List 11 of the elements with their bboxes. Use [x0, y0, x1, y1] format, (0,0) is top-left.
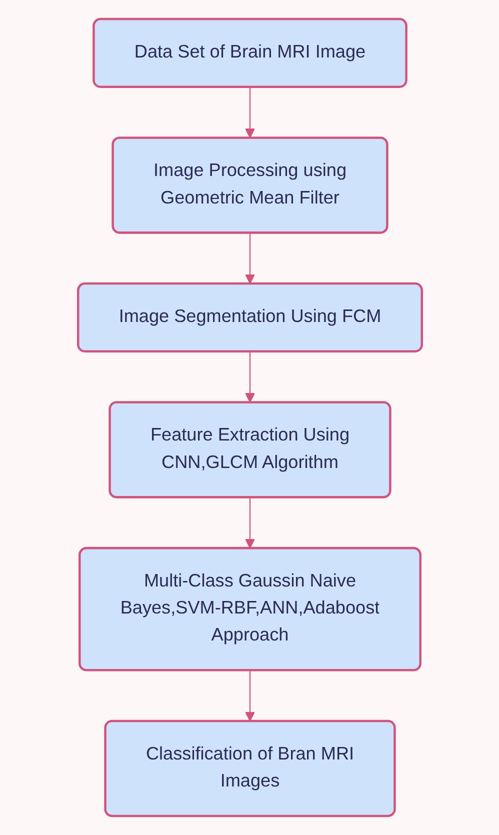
node-box: Feature Extraction Using CNN,GLCM Algorithm	[108, 401, 391, 498]
node-box: Multi-Class Gaussin Naive Bayes,SVM-RBF,ANN,Adaboost Approach	[78, 546, 421, 672]
node-box: Image Segmentation Using FCM	[76, 282, 422, 352]
arrow	[244, 351, 254, 403]
arrow	[244, 232, 254, 284]
node-box: Classification of Bran MRI Images	[104, 720, 396, 818]
node-box: Image Processing using Geometric Mean Filter	[111, 136, 388, 234]
node-box: Data Set of Brain MRI Image	[92, 18, 407, 88]
arrow	[244, 86, 254, 138]
arrow	[244, 670, 254, 722]
arrow	[244, 497, 254, 548]
